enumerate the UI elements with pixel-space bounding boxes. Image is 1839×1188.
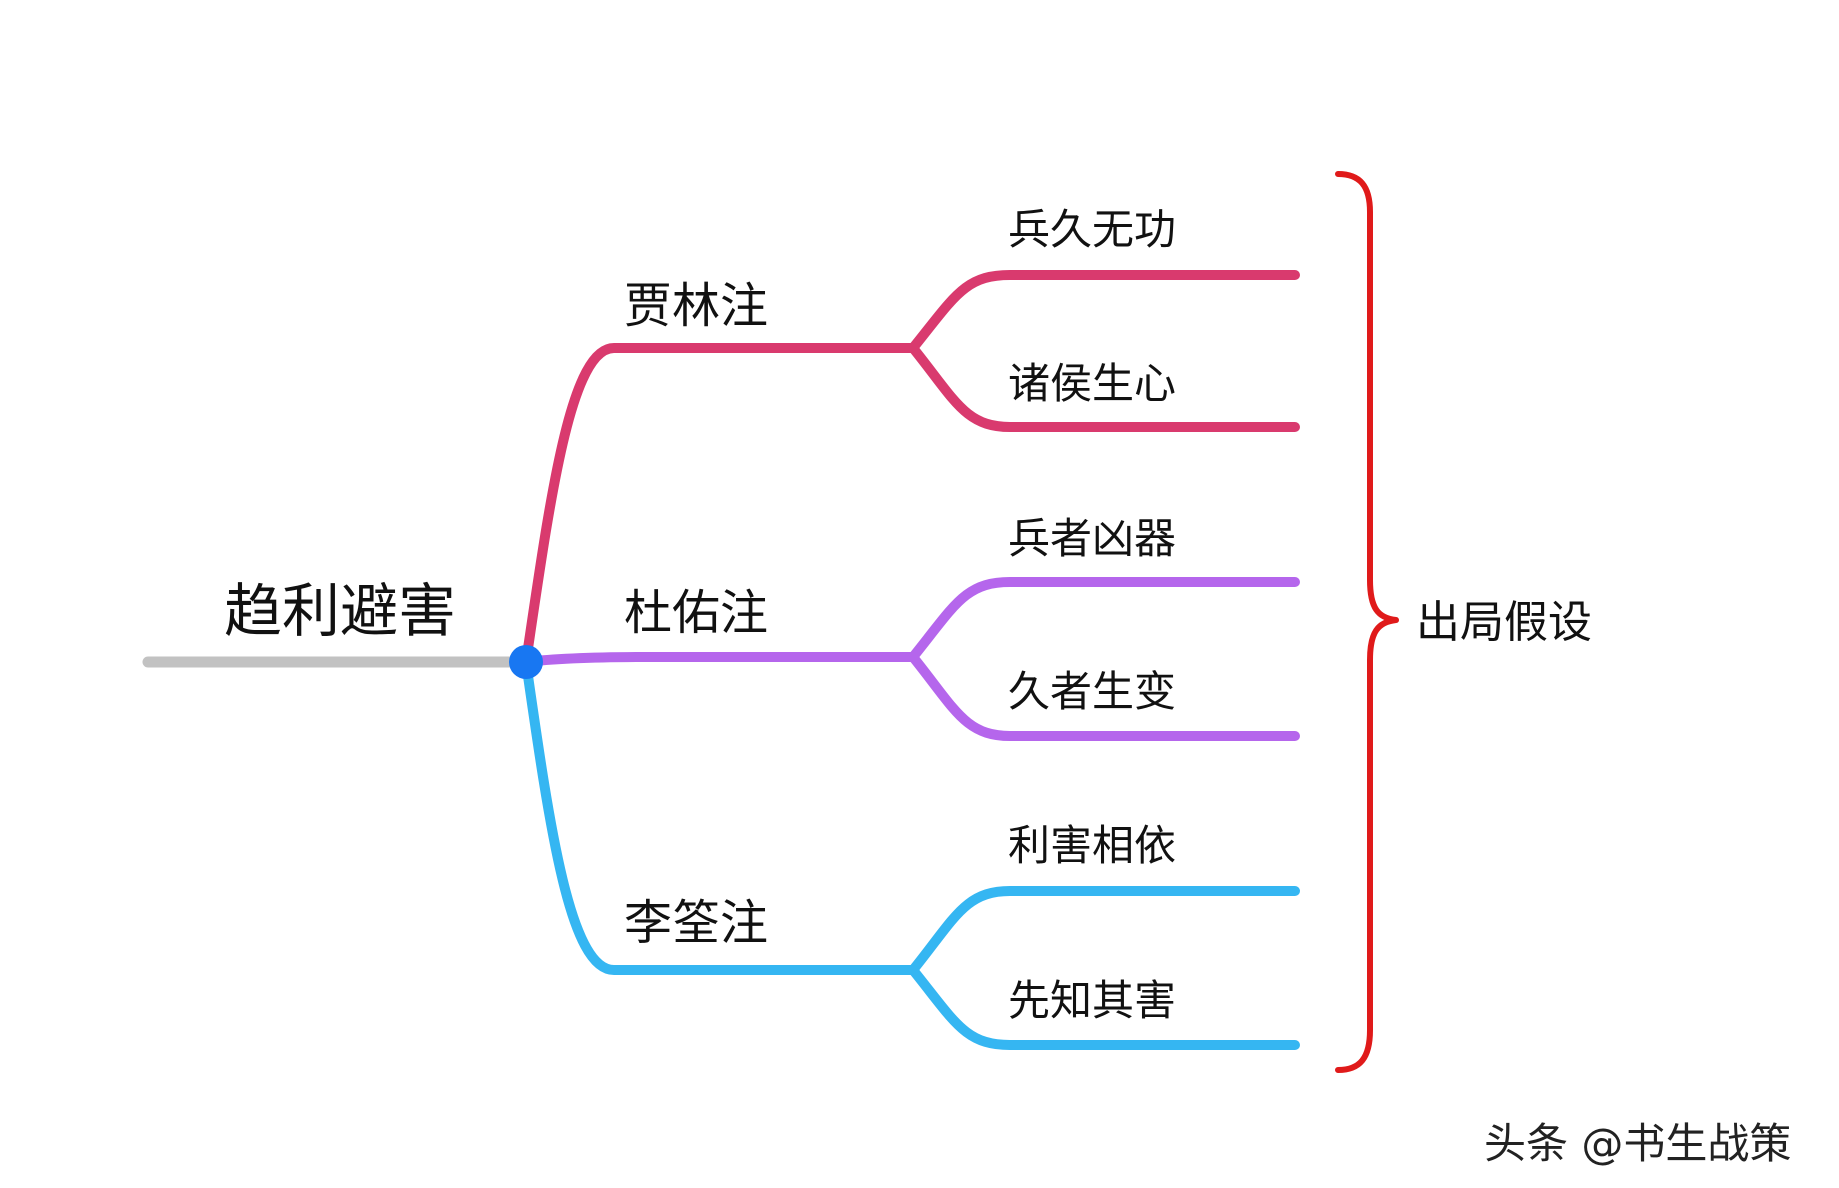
leaf-label: 先知其害: [1008, 976, 1176, 1025]
leaf-connector-xianzhi: [908, 965, 1300, 1050]
watermark: 头条 @书生战策: [1484, 1119, 1791, 1168]
branch-label: 李筌注: [624, 895, 768, 951]
leaf-connector-zhuhou: [908, 343, 1300, 432]
branch-liquan-connector: [521, 657, 918, 975]
leaf-label: 兵者凶器: [1008, 514, 1176, 563]
leaf-label: 兵久无功: [1008, 205, 1176, 254]
root-label: 趋利避害: [224, 577, 456, 645]
leaf-connector-bingzhe: [908, 577, 1300, 662]
root-node-dot: [509, 645, 543, 679]
branch-jialin-connector: [521, 343, 918, 667]
leaf-connector-jiuzhe: [908, 652, 1300, 741]
branch-label: 贾林注: [624, 278, 768, 334]
leaf-label: 利害相依: [1008, 821, 1176, 870]
leaf-label: 诸侯生心: [1008, 359, 1176, 408]
branch-jialin: 贾林注 兵久无功 诸侯生心: [521, 205, 1300, 667]
branch-liquan: 李筌注 利害相依 先知其害: [521, 657, 1300, 1050]
bracket-label: 出局假设: [1416, 597, 1592, 648]
branch-label: 杜佑注: [624, 585, 768, 641]
branch-duyou-connector: [521, 652, 918, 667]
leaf-label: 久者生变: [1008, 667, 1176, 716]
branch-duyou: 杜佑注 兵者凶器 久者生变: [521, 514, 1300, 741]
leaf-connector-bingjiu: [908, 270, 1300, 353]
curly-bracket: [1335, 171, 1399, 1073]
leaf-connector-lihai: [908, 886, 1300, 975]
